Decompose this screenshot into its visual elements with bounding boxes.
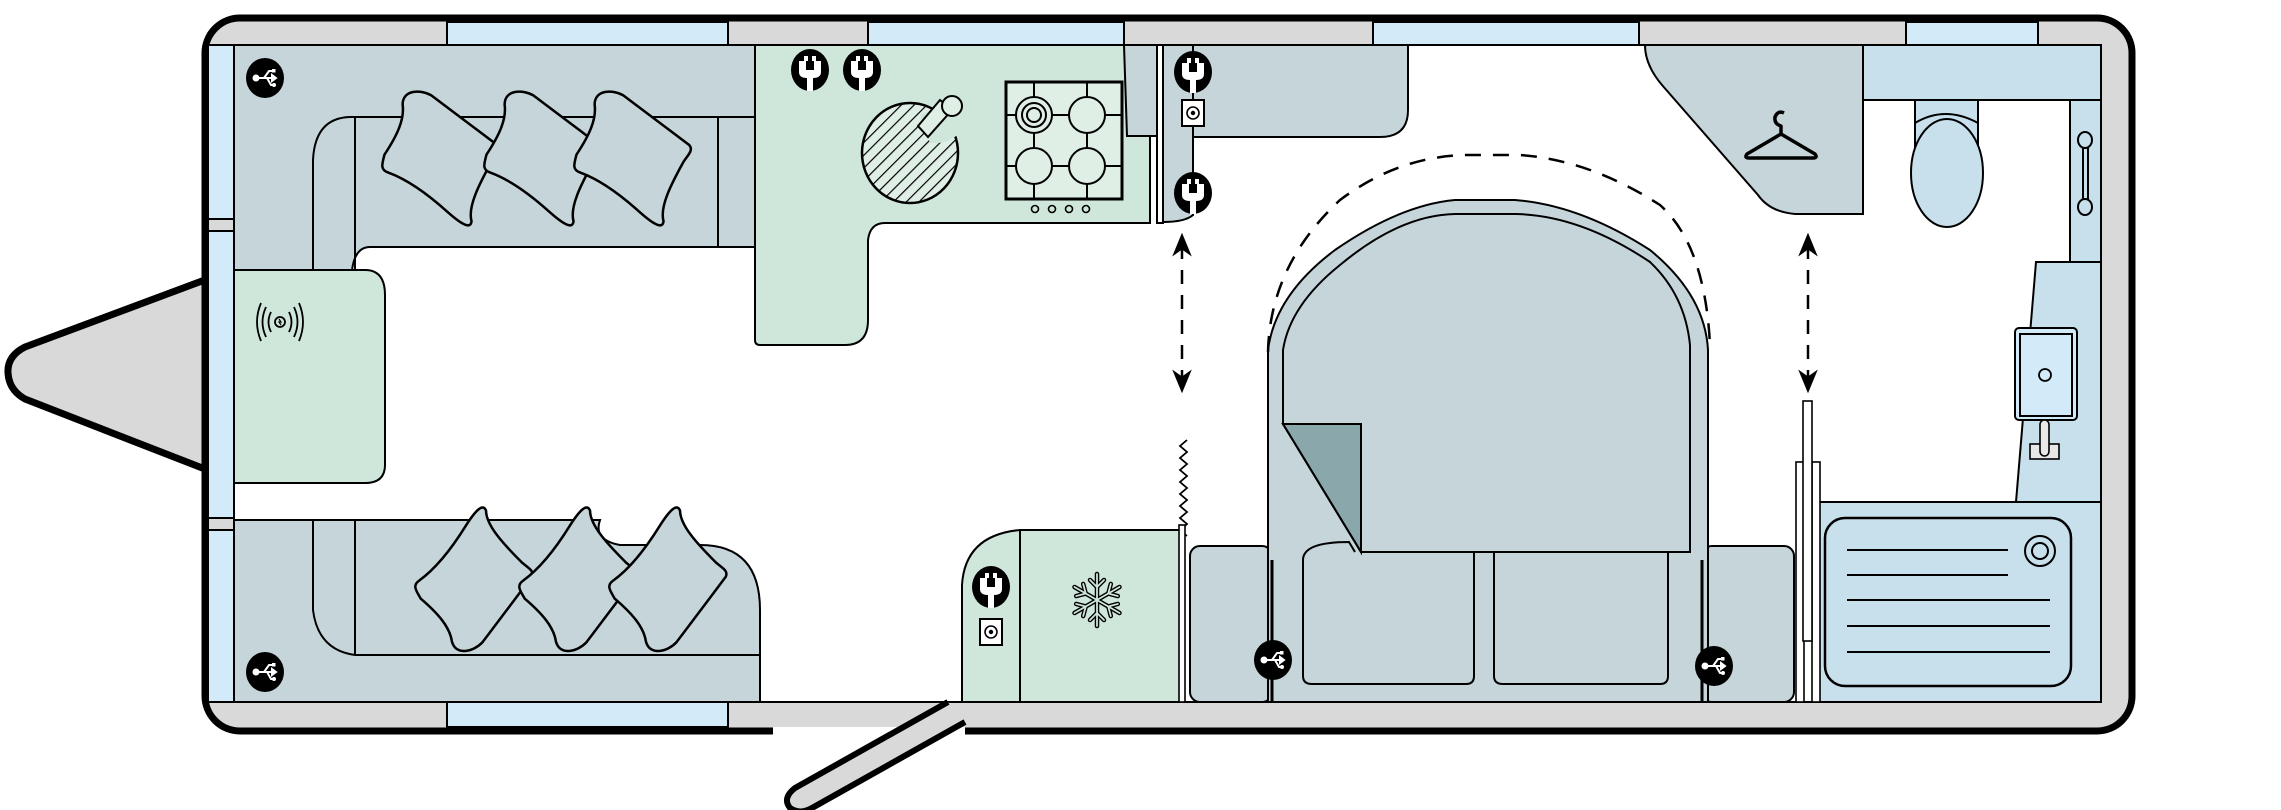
mattress[interactable] [1282, 213, 1691, 553]
window-top-1 [446, 21, 729, 46]
window-top-2 [867, 21, 1125, 46]
window-front-3 [207, 529, 235, 703]
window-front-2 [207, 230, 235, 519]
sliding-door-arrow [1798, 232, 1818, 394]
tv-aerial-point-icon [1181, 99, 1205, 127]
plug-socket-icon [1174, 51, 1212, 93]
overhead-cabinet [1162, 44, 1409, 224]
front-chest[interactable] [233, 269, 386, 484]
plug-socket-icon [791, 49, 829, 91]
wardrobe-unit[interactable] [1643, 44, 1864, 215]
washroom-shelf [1862, 44, 2102, 101]
window-bottom-1 [446, 701, 729, 728]
wardrobe [1643, 44, 1864, 215]
usb-icon [245, 651, 285, 693]
shower-tray-icon[interactable] [1823, 516, 2073, 688]
concertina-partition [1178, 439, 1189, 537]
bed-clearance-arc [1266, 153, 1712, 353]
bed-drawer-left[interactable] [1302, 540, 1475, 685]
tv-aerial-point-icon [979, 618, 1003, 646]
hob-knob[interactable] [1030, 204, 1040, 214]
towel-rail-icon [2077, 131, 2093, 216]
plug-socket-icon [1174, 172, 1212, 214]
kitchen-tall-unit [1122, 44, 1160, 137]
hob-knob[interactable] [1081, 204, 1091, 214]
fridge-cabinet[interactable] [961, 529, 1183, 703]
front-lounge [233, 44, 761, 703]
fridge-unit [961, 524, 1186, 703]
sliding-door-arrow [1172, 232, 1192, 394]
plug-socket-icon [972, 566, 1010, 608]
window-top-4 [1905, 21, 2039, 46]
bed-drawer-right[interactable] [1493, 552, 1669, 685]
coat-hanger-icon [1744, 110, 1818, 160]
sink-icon[interactable] [860, 95, 963, 205]
hob-icon[interactable] [1004, 80, 1124, 214]
usb-icon [1253, 639, 1293, 681]
bedside-left[interactable] [1189, 545, 1273, 703]
hob-knob[interactable] [1064, 204, 1074, 214]
plug-socket-icon [843, 49, 881, 91]
towel-rail-panel [2069, 99, 2102, 263]
basin-icon[interactable] [2014, 327, 2078, 460]
hob-knob[interactable] [1047, 204, 1057, 214]
washroom [1795, 44, 2102, 703]
usb-icon [1694, 645, 1734, 687]
wireless-charging-icon [256, 302, 304, 342]
washroom-sliding-door[interactable] [1795, 400, 1821, 703]
central-bed [1189, 153, 1795, 703]
window-top-3 [1372, 21, 1640, 46]
a-frame-hitch [4, 274, 214, 475]
window-front-1 [207, 44, 235, 220]
toilet-icon[interactable] [1910, 99, 1984, 228]
kitchen [754, 44, 1409, 346]
entrance-door[interactable] [783, 699, 967, 810]
usb-icon [245, 57, 285, 99]
